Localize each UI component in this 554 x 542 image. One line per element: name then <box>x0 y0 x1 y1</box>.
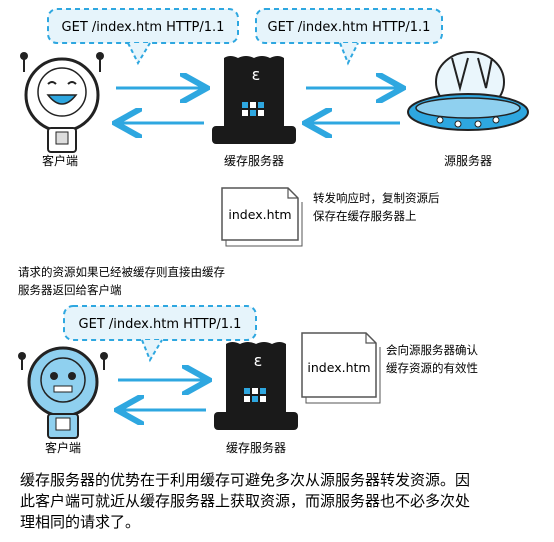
bottom-client-label: 客户端 <box>45 440 81 455</box>
request-bubble-right: GET /index.htm HTTP/1.1 <box>255 8 443 66</box>
request-bubble-left-text: GET /index.htm HTTP/1.1 <box>62 20 225 35</box>
svg-text:ε: ε <box>252 65 261 84</box>
caption-line-1: 缓存服务器的优势在于利用缓存可避免多次从源服务器转发资源。因 <box>20 471 470 489</box>
cache-server-hat-icon: ε <box>212 56 296 144</box>
top-client-label: 客户端 <box>42 153 78 168</box>
origin-server-ufo-icon <box>407 51 529 131</box>
client-robot-bottom-icon <box>18 346 108 439</box>
request-bubble-right-text: GET /index.htm HTTP/1.1 <box>268 20 431 35</box>
top-note-line-2: 保存在缓存服务器上 <box>313 209 417 223</box>
caption-line-2: 此客户端可就近从缓存服务器上获取资源，而源服务器也不必多次处 <box>20 492 470 510</box>
document-bottom-icon: index.htm <box>301 332 381 404</box>
bottom-note-line-2: 缓存资源的有效性 <box>386 361 478 375</box>
bottom-document-name: index.htm <box>307 360 370 375</box>
request-bubble-left: GET /index.htm HTTP/1.1 <box>47 8 239 66</box>
client-robot-icon <box>20 52 104 153</box>
bottom-note-line-1: 会向源服务器确认 <box>386 343 478 357</box>
caption-line-3: 理相同的请求了。 <box>20 513 140 531</box>
top-document-name: index.htm <box>228 207 291 222</box>
top-note-line-1: 转发响应时，复制资源后 <box>313 191 440 205</box>
request-bubble-bottom: GET /index.htm HTTP/1.1 <box>63 305 257 363</box>
top-cache-label: 缓存服务器 <box>224 153 284 168</box>
request-bubble-bottom-text: GET /index.htm HTTP/1.1 <box>79 317 242 332</box>
bottom-heading-line-2: 服务器返回给客户端 <box>18 283 122 297</box>
svg-text:ε: ε <box>254 351 263 370</box>
bottom-heading-line-1: 请求的资源如果已经被缓存则直接由缓存 <box>18 265 225 279</box>
cache-server-hat-bottom-icon: ε <box>214 342 298 430</box>
bottom-cache-label: 缓存服务器 <box>226 440 286 455</box>
top-origin-label: 源服务器 <box>444 153 492 168</box>
document-icon: index.htm <box>221 187 303 247</box>
